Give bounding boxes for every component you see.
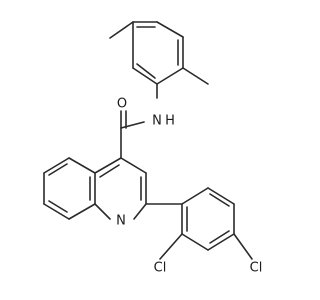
- bond: [94, 203, 111, 220]
- bond: [133, 203, 147, 220]
- dichlorophenyl-ring: [145, 187, 253, 260]
- quinoline-ring: [43, 157, 147, 220]
- chemical-structure-diagram: O N H N Cl Cl: [43, 21, 262, 276]
- bond: [181, 233, 209, 251]
- methyl-bond: [182, 67, 209, 85]
- quinoline-nitrogen-label: N: [116, 214, 126, 229]
- c-cl-bond: [233, 233, 253, 260]
- bond: [156, 67, 184, 85]
- double-bond: [136, 63, 156, 79]
- ortho-chlorine-label: Cl: [154, 261, 167, 276]
- amide-hydrogen-label: H: [165, 114, 175, 129]
- bond: [132, 67, 158, 85]
- oxygen-atom-label: O: [117, 97, 127, 112]
- bond: [207, 187, 235, 205]
- para-chlorine-label: Cl: [250, 261, 263, 276]
- bond: [207, 233, 235, 251]
- double-bond: [209, 230, 230, 244]
- amide-nitrogen-label: N: [152, 114, 162, 129]
- atom-labels: O N H N Cl Cl: [116, 97, 262, 276]
- bond: [120, 121, 145, 129]
- bond: [120, 157, 147, 174]
- bond: [94, 157, 122, 174]
- amide-group: [120, 83, 158, 159]
- double-bond: [209, 193, 230, 207]
- bond: [156, 21, 184, 38]
- bond: [43, 203, 70, 220]
- dimethylphenyl-ring: [109, 21, 209, 85]
- double-bond: [48, 200, 68, 213]
- bond: [43, 157, 70, 174]
- c-cl-bond: [159, 233, 183, 260]
- bond: [68, 203, 96, 220]
- bond: [181, 187, 209, 205]
- methyl-bond: [109, 21, 134, 39]
- double-bond: [99, 164, 120, 178]
- bond: [68, 157, 96, 174]
- double-bond: [48, 163, 68, 176]
